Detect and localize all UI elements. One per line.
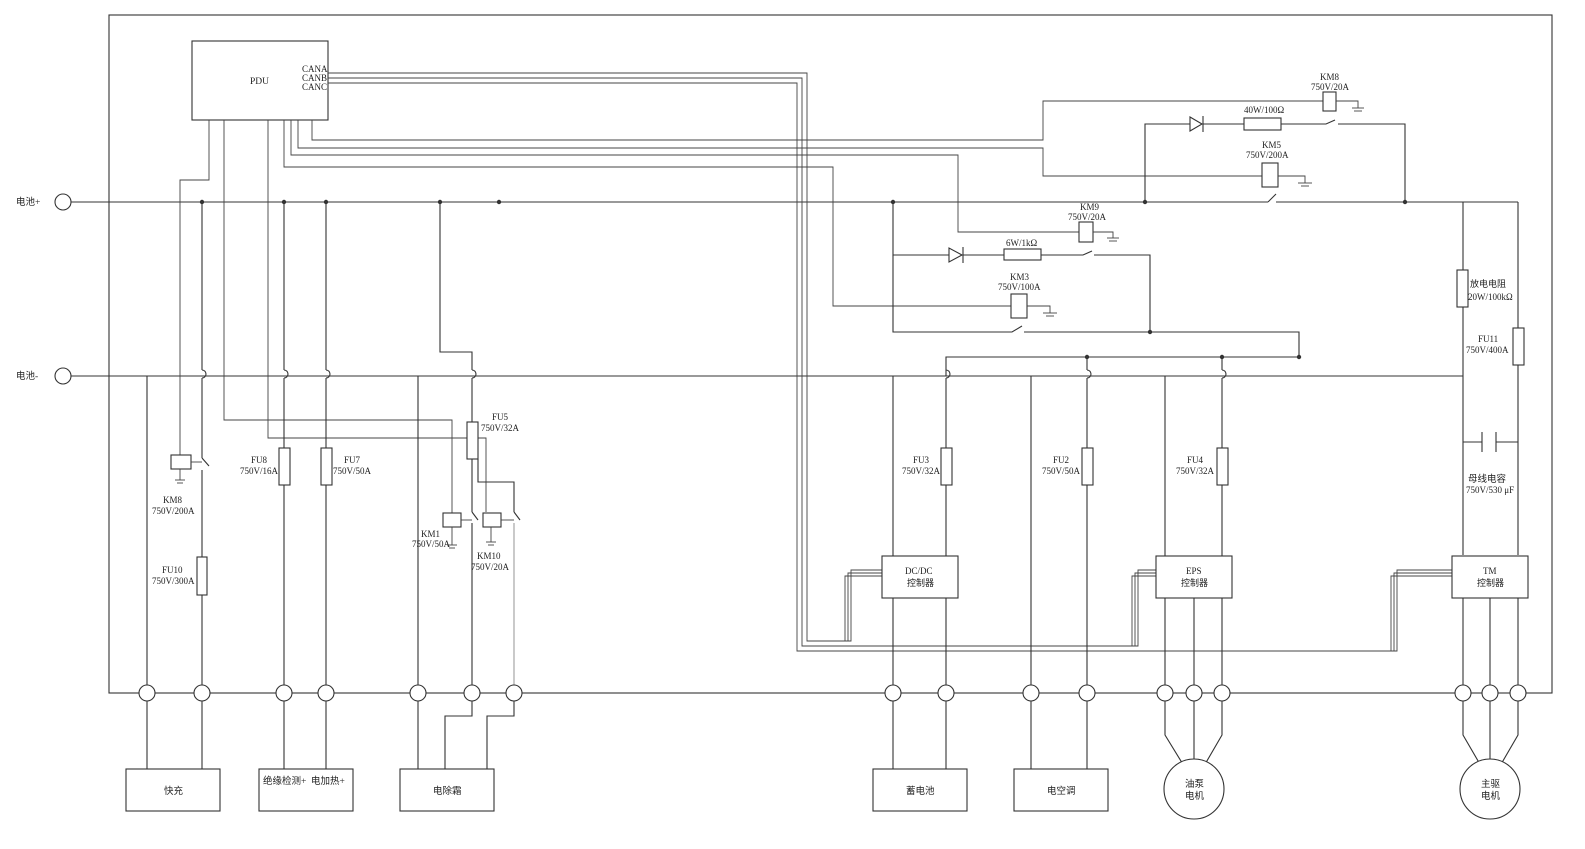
pump-motor-line2: 电机: [1185, 790, 1205, 802]
fu10-name: FU10: [162, 565, 183, 575]
km9-rating: 750V/20A: [1068, 212, 1107, 222]
discharge-resistor: 放电电阻 20W/100kΩ: [1456, 202, 1513, 376]
load-insulation-heater: 绝缘检测+ 电加热+: [258, 701, 354, 812]
km10-rating: 750V/20A: [471, 562, 510, 572]
fu8-rating: 750V/16A: [240, 466, 279, 476]
control-wires: [179, 100, 1323, 513]
fast-charge-label: 快充: [164, 785, 184, 797]
fu11-rating: 750V/400A: [1466, 345, 1509, 355]
tm-name: TM: [1483, 566, 1497, 576]
fu10-rating: 750V/300A: [152, 576, 195, 586]
km10-name: KM10: [477, 551, 501, 561]
load-fast-charge: 快充: [125, 701, 221, 812]
insulation-label: 绝缘检测+: [263, 775, 306, 787]
fu11-name: FU11: [1478, 334, 1498, 344]
km8-top-rating: 750V/20A: [1311, 82, 1350, 92]
fu4-name: FU4: [1187, 455, 1204, 465]
pdu-port-canc: CANC: [302, 82, 327, 92]
tm-sub: 控制器: [1477, 577, 1504, 588]
pdu-port-canb: CANB: [302, 73, 327, 83]
aux-neg-bus: [945, 356, 1299, 376]
pdu-label: PDU: [250, 77, 269, 87]
branch-dcdc: FU3 750V/32A DC/DC 控制器: [881, 369, 959, 685]
km9-name: KM9: [1080, 202, 1100, 212]
main-motor-line2: 电机: [1481, 790, 1501, 802]
fu4-rating: 750V/32A: [1176, 466, 1215, 476]
negative-bus: 电池-: [16, 367, 1463, 385]
km5-rating: 750V/200A: [1246, 150, 1289, 160]
eps-name: EPS: [1186, 566, 1202, 576]
bus-cap-name: 母线电容: [1468, 473, 1507, 485]
heater-label: 电加热+: [311, 775, 345, 787]
km8-left-name: KM8: [163, 495, 183, 505]
branch-eps: FU4 750V/32A EPS 控制器: [1155, 357, 1233, 685]
dcdc-name: DC/DC: [905, 566, 933, 576]
load-battery: 蓄电池: [872, 701, 968, 812]
battery-label: 蓄电池: [906, 785, 935, 797]
discharge-rating: 20W/100kΩ: [1468, 292, 1513, 302]
terminal-pos-label: 电池+: [16, 196, 40, 208]
km5-name: KM5: [1262, 140, 1282, 150]
main-contactor-km3: KM3 750V/100A: [892, 255, 1300, 357]
km3-rating: 750V/100A: [998, 282, 1041, 292]
r6-rating: 6W/1kΩ: [1006, 238, 1037, 248]
pump-motor-line1: 油泵: [1185, 778, 1205, 790]
main-motor-line1: 主驱: [1481, 778, 1501, 790]
load-aircon: 电空调: [1013, 701, 1109, 812]
fuse-fu11: FU11 750V/400A: [1466, 202, 1525, 555]
km8-top-name: KM8: [1320, 72, 1340, 82]
branch-tm: TM 控制器: [1451, 555, 1529, 685]
fu8-name: FU8: [251, 455, 268, 465]
km8-left-rating: 750V/200A: [152, 506, 195, 516]
precharge-km8: KM8 750V/20A 40W/100Ω: [1144, 72, 1406, 202]
pdu-port-cana: CANA: [302, 64, 328, 74]
km1-rating: 750V/50A: [412, 539, 451, 549]
branch-aircon: FU2 750V/50A: [1030, 357, 1094, 685]
discharge-name: 放电电阻: [1470, 278, 1506, 289]
positive-bus: 电池+: [16, 193, 1518, 211]
fu2-rating: 750V/50A: [1042, 466, 1081, 476]
km3-name: KM3: [1010, 272, 1030, 282]
load-main-motor: 主驱 电机: [1459, 701, 1521, 820]
fu5-name: FU5: [492, 412, 509, 422]
km1-name: KM1: [421, 529, 440, 539]
load-pump-motor: 油泵 电机: [1163, 701, 1225, 820]
aircon-label: 电空调: [1047, 785, 1076, 797]
bus-capacitor: 母线电容 750V/530 μF: [1462, 376, 1518, 555]
defrost-label: 电除霜: [433, 785, 462, 797]
junction-dots: [199, 199, 1408, 360]
branch-fast-charge: KM8 750V/200A FU10 750V/300A: [146, 202, 210, 685]
branch-insulation-heater: FU8 750V/16A FU7 750V/50A: [240, 202, 372, 685]
dcdc-sub: 控制器: [907, 577, 934, 588]
fu3-rating: 750V/32A: [902, 466, 941, 476]
fu7-name: FU7: [344, 455, 361, 465]
connector-row: [138, 684, 1527, 702]
eps-sub: 控制器: [1181, 577, 1208, 588]
fu7-rating: 750V/50A: [333, 466, 372, 476]
fu2-name: FU2: [1053, 455, 1069, 465]
r40-rating: 40W/100Ω: [1244, 105, 1284, 115]
fu5-rating: 750V/32A: [481, 423, 520, 433]
fu3-name: FU3: [913, 455, 930, 465]
can-bus-wires: [328, 72, 1452, 652]
pdu-enclosure: [108, 14, 1553, 694]
branch-defrost: FU5 750V/32A KM1 750V/50A KM10 750V/20A: [412, 202, 521, 685]
terminal-neg-label: 电池-: [16, 370, 38, 382]
pdu-module: PDU CANA CANB CANC: [191, 40, 329, 121]
load-defrost: 电除霜: [399, 701, 515, 812]
precharge-km9: KM9 750V/20A 6W/1kΩ: [892, 202, 1151, 332]
main-contactor-km5: KM5 750V/200A: [1246, 140, 1312, 203]
bus-cap-rating: 750V/530 μF: [1466, 485, 1514, 495]
